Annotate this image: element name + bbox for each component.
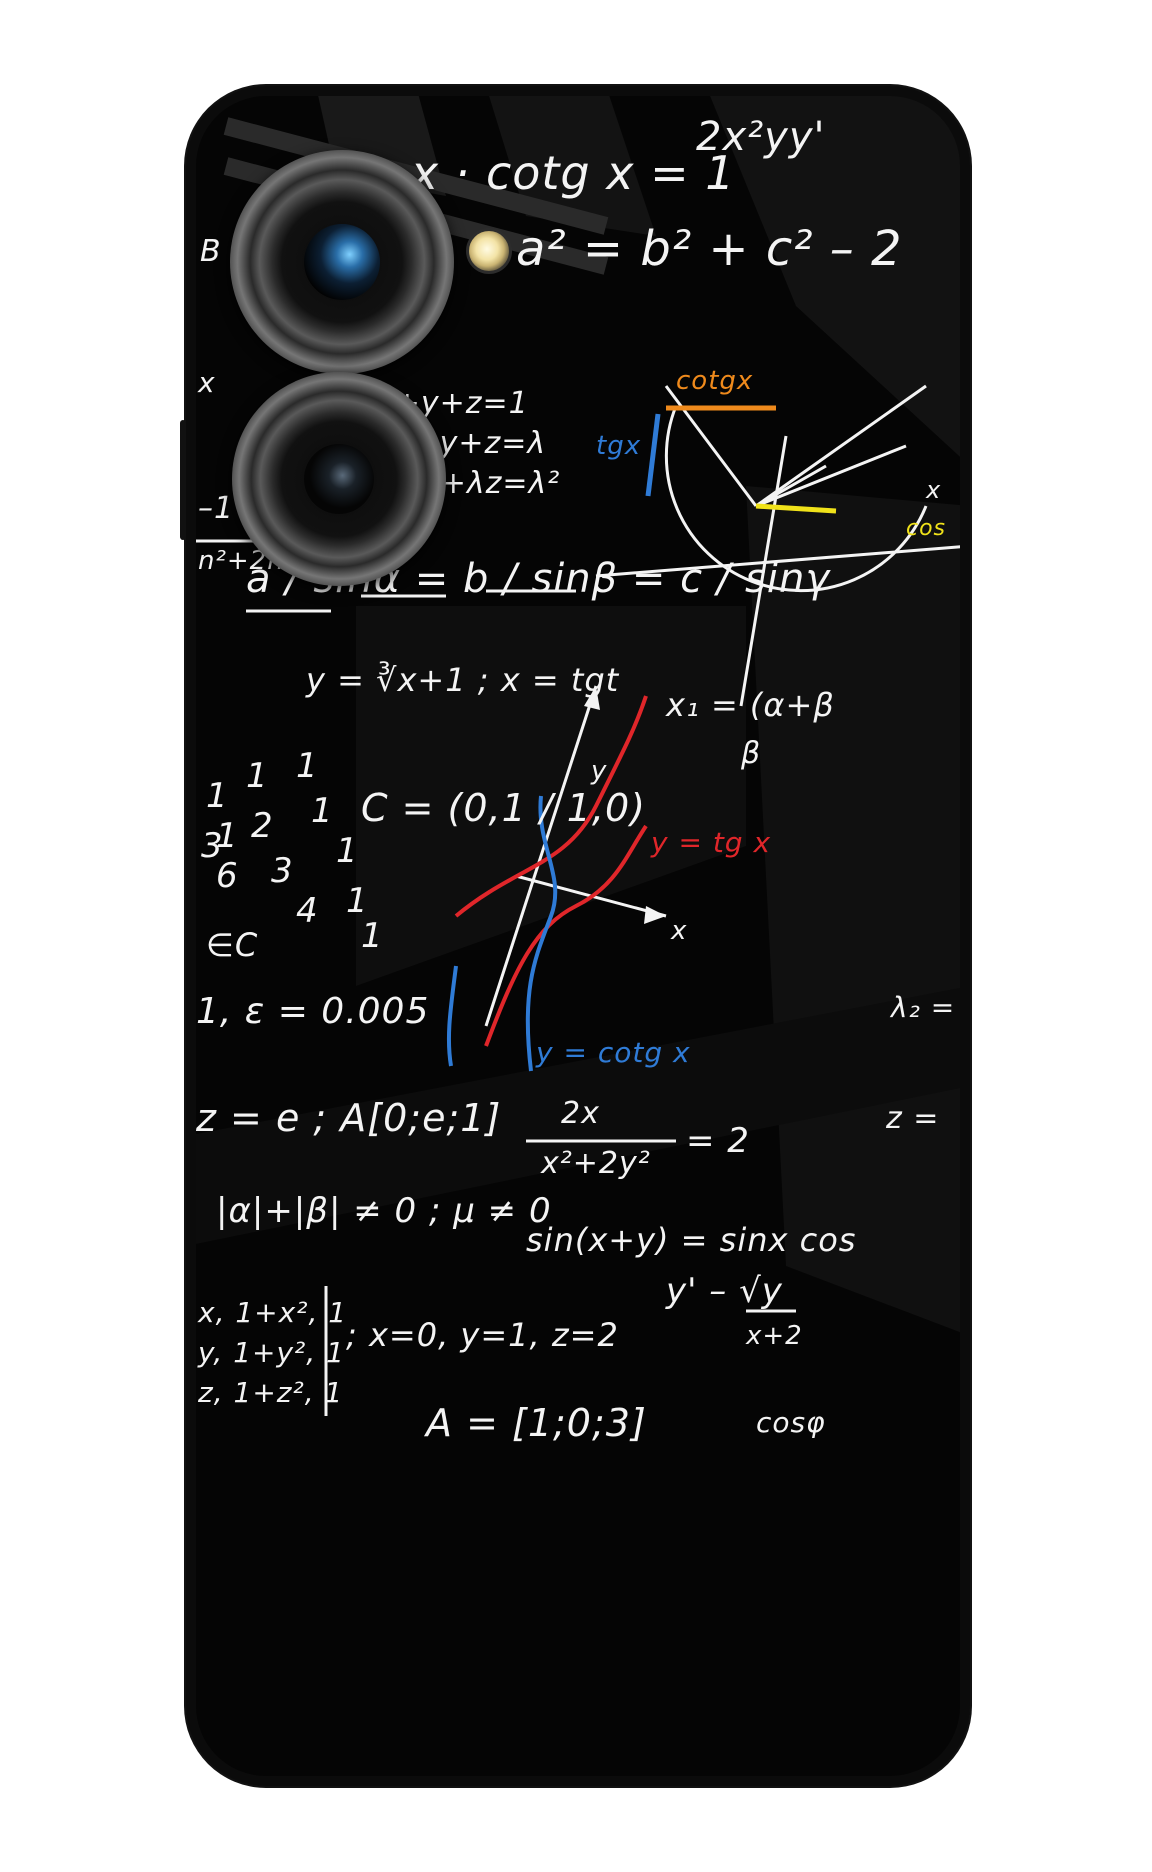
- number: 3: [271, 851, 294, 891]
- formula-det1: x, 1+x², 1: [198, 1296, 348, 1329]
- formula-x1: x₁ = (α+β: [666, 686, 835, 724]
- number: 6: [216, 856, 239, 896]
- formula-2x-top: 2x: [561, 1096, 600, 1131]
- flash-icon: [466, 228, 512, 274]
- formula-a-vec: A = [1;0;3]: [426, 1401, 647, 1445]
- formula-beta: β: [741, 736, 762, 771]
- number: 1: [246, 756, 269, 796]
- formula-top-right: 2x²yy': [696, 114, 826, 160]
- formula-yprime: y' – √y: [666, 1271, 783, 1311]
- tg-segment: [645, 413, 661, 497]
- formula-alpha-beta: |α|+|β| ≠ 0 ; μ ≠ 0: [216, 1191, 552, 1231]
- formula-pythag: a² = b² + c² – 2: [516, 221, 903, 277]
- trig-circle: [595, 384, 970, 707]
- formula-lambda2: λ₂ = i: [891, 991, 970, 1024]
- formula-x-left: x: [198, 366, 216, 399]
- formula-z-e: z = e ; A[0;e;1]: [196, 1096, 502, 1140]
- formula-xyz: ; x=0, y=1, z=2: [346, 1316, 619, 1354]
- formula-cbrt: y = ∛x+1 ; x = tgt: [306, 661, 620, 699]
- label-cos: cos: [906, 516, 947, 541]
- formula-cosphi: cosφ: [756, 1406, 826, 1439]
- side-button: [180, 420, 186, 540]
- label-tgx: tgx: [596, 431, 642, 461]
- number: 1: [346, 881, 369, 921]
- formula-2x-eq: = 2: [686, 1121, 750, 1161]
- function-graph: [446, 685, 667, 1072]
- label-cotg: y = cotg x: [536, 1036, 691, 1069]
- formula-det2: y, 1+y², 1: [198, 1336, 345, 1369]
- number: 1: [336, 831, 359, 871]
- camera-lens-secondary: [232, 372, 446, 586]
- number: 1: [206, 776, 229, 816]
- number: 1: [296, 746, 319, 786]
- formula-sin-sum: sin(x+y) = sinx cos: [526, 1221, 857, 1259]
- label-circle-x: x: [926, 476, 942, 504]
- axis-y-label: y: [591, 756, 608, 786]
- formula-b: B: [200, 234, 222, 269]
- cos-segment: [755, 503, 837, 514]
- lens-glass-icon: [304, 444, 374, 514]
- formula-matrix-c: C = (0,1 / 1,0): [361, 786, 647, 830]
- number: 1: [361, 916, 384, 956]
- formula-z-right: z =: [886, 1101, 940, 1136]
- number: 1: [216, 816, 239, 856]
- axis-x-label: x: [671, 916, 688, 946]
- formula-2x-bottom: x²+2y²: [541, 1146, 651, 1181]
- phone-case: 2x²yy' tg x · cotg x = 1 2) B a² = b² + …: [186, 86, 970, 1786]
- lens-glass-icon: [304, 224, 380, 300]
- number: 1: [311, 791, 334, 831]
- number: 4: [296, 891, 319, 931]
- case-artwork: [186, 86, 970, 1416]
- number: 2: [251, 806, 274, 846]
- camera-lens-main: [230, 150, 454, 374]
- formula-ec: ∈C: [206, 926, 259, 964]
- formula-yprime-den: x+2: [746, 1321, 803, 1351]
- label-tg: y = tg x: [651, 826, 772, 859]
- label-cotgx: cotgx: [676, 366, 754, 396]
- number: 3: [201, 826, 224, 866]
- formula-epsilon: 1, ε = 0.005: [196, 991, 430, 1032]
- formula-det3: z, 1+z², 1: [198, 1376, 344, 1409]
